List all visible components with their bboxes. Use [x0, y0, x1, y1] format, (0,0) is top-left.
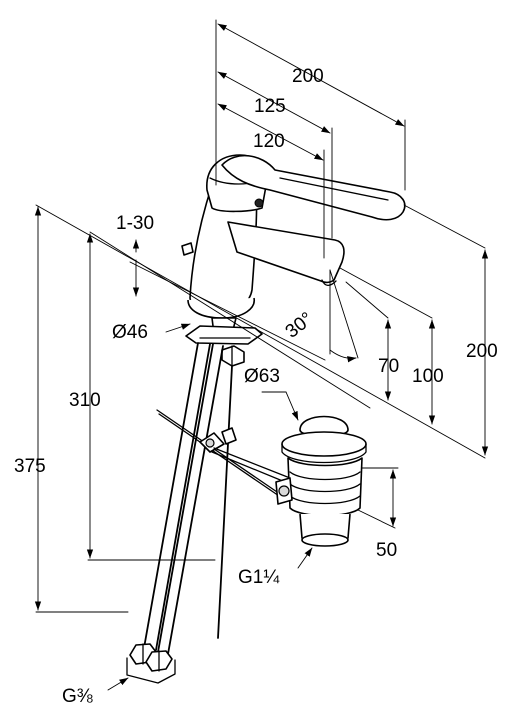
dimension-lines [34, 19, 489, 691]
label-height-50: 50 [376, 540, 397, 561]
mounting-plate [185, 325, 263, 345]
dim-angle-30 [329, 349, 357, 363]
label-width-120: 120 [253, 131, 285, 152]
label-range-1-30: 1-30 [116, 213, 154, 234]
label-width-200: 200 [292, 66, 324, 87]
label-thread-g38: G⅜ [62, 686, 93, 707]
label-thread-g114: G1¼ [238, 567, 280, 588]
flex-hose-right [157, 343, 214, 653]
flex-hose-left [143, 342, 199, 649]
label-angle-30: 30° [282, 308, 318, 342]
label-height-100: 100 [412, 366, 444, 387]
label-height-375: 375 [14, 456, 46, 477]
leader-dia-46 [165, 323, 191, 333]
popup-rod-knob [181, 242, 194, 256]
drain-body [287, 457, 363, 517]
lever-screw [254, 198, 264, 208]
popup-drain [275, 415, 367, 547]
leader-g114 [297, 547, 313, 569]
label-height-200: 200 [466, 341, 498, 362]
popup-linkage [156, 409, 291, 499]
dimension-labels: 200 125 120 1-30 30° 70 100 200 Ø46 Ø63 … [14, 66, 498, 707]
leader-dia-63 [261, 391, 299, 421]
dim-width-120 [217, 103, 324, 161]
leader-g38 [107, 677, 129, 691]
faucet [181, 154, 406, 319]
label-width-125: 125 [254, 96, 286, 117]
label-dia-46: Ø46 [112, 322, 148, 343]
label-dia-63: Ø63 [244, 366, 280, 387]
mounting-hardware [126, 317, 263, 684]
label-height-310: 310 [69, 390, 101, 411]
lift-rod [156, 409, 281, 495]
label-height-70: 70 [378, 356, 399, 377]
spout-outlet [321, 279, 337, 287]
mounting-nut [221, 345, 245, 367]
drain-flange [281, 431, 367, 457]
